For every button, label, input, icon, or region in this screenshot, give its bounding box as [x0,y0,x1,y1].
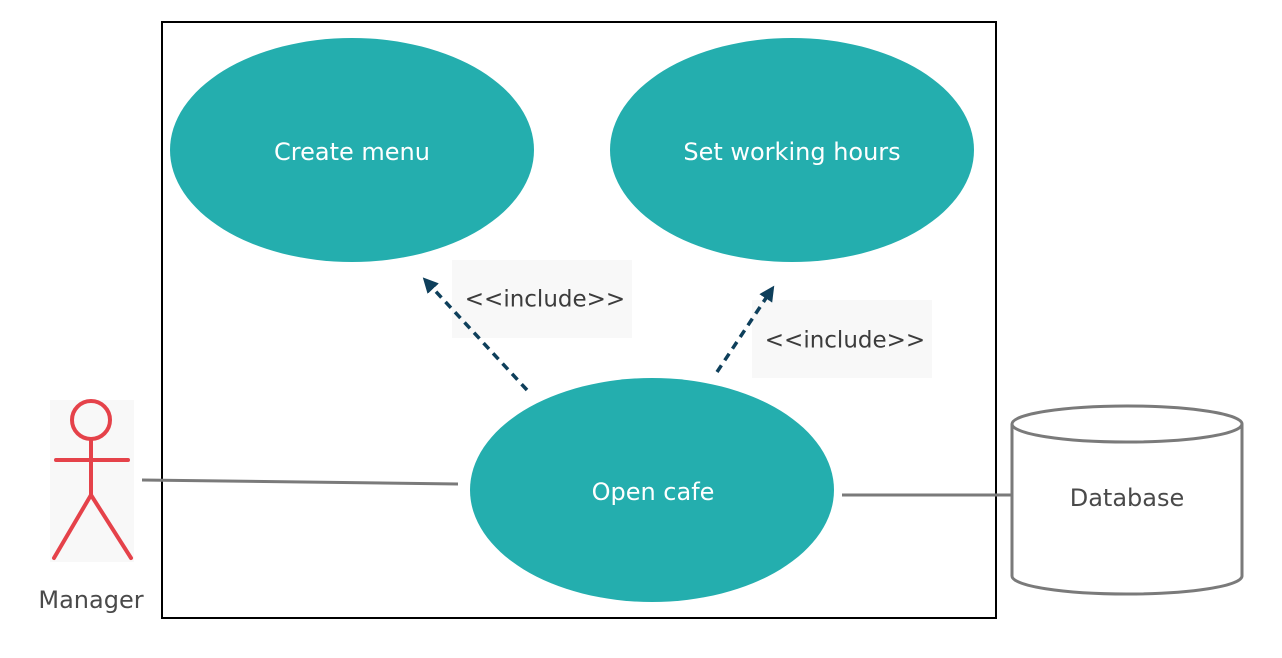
include-label-right: <<include>> [765,328,925,354]
association-manager-open-cafe[interactable] [141,478,459,486]
include-label-right-bg [752,300,932,378]
use-case-set-working-hours[interactable]: Set working hours [610,38,974,262]
use-case-open-cafe-label: Open cafe [592,478,715,506]
use-case-create-menu-label: Create menu [274,138,430,166]
include-label-left-bg [452,260,632,338]
include-arrow-left[interactable] [422,277,529,392]
system-boundary[interactable] [161,21,997,619]
actor-manager[interactable]: Manager [38,399,144,614]
stick-figure-icon [52,399,133,560]
use-case-create-menu[interactable]: Create menu [170,38,534,262]
database-icon [1010,424,1244,596]
use-case-set-working-hours-label: Set working hours [683,138,900,166]
include-arrow-right[interactable] [715,285,775,373]
use-case-open-cafe[interactable]: Open cafe [470,378,834,602]
actor-manager-label: Manager [38,586,143,614]
include-label-left: <<include>> [465,287,625,313]
database-cylinder[interactable]: Database [1010,404,1244,596]
database-label: Database [1070,484,1185,512]
